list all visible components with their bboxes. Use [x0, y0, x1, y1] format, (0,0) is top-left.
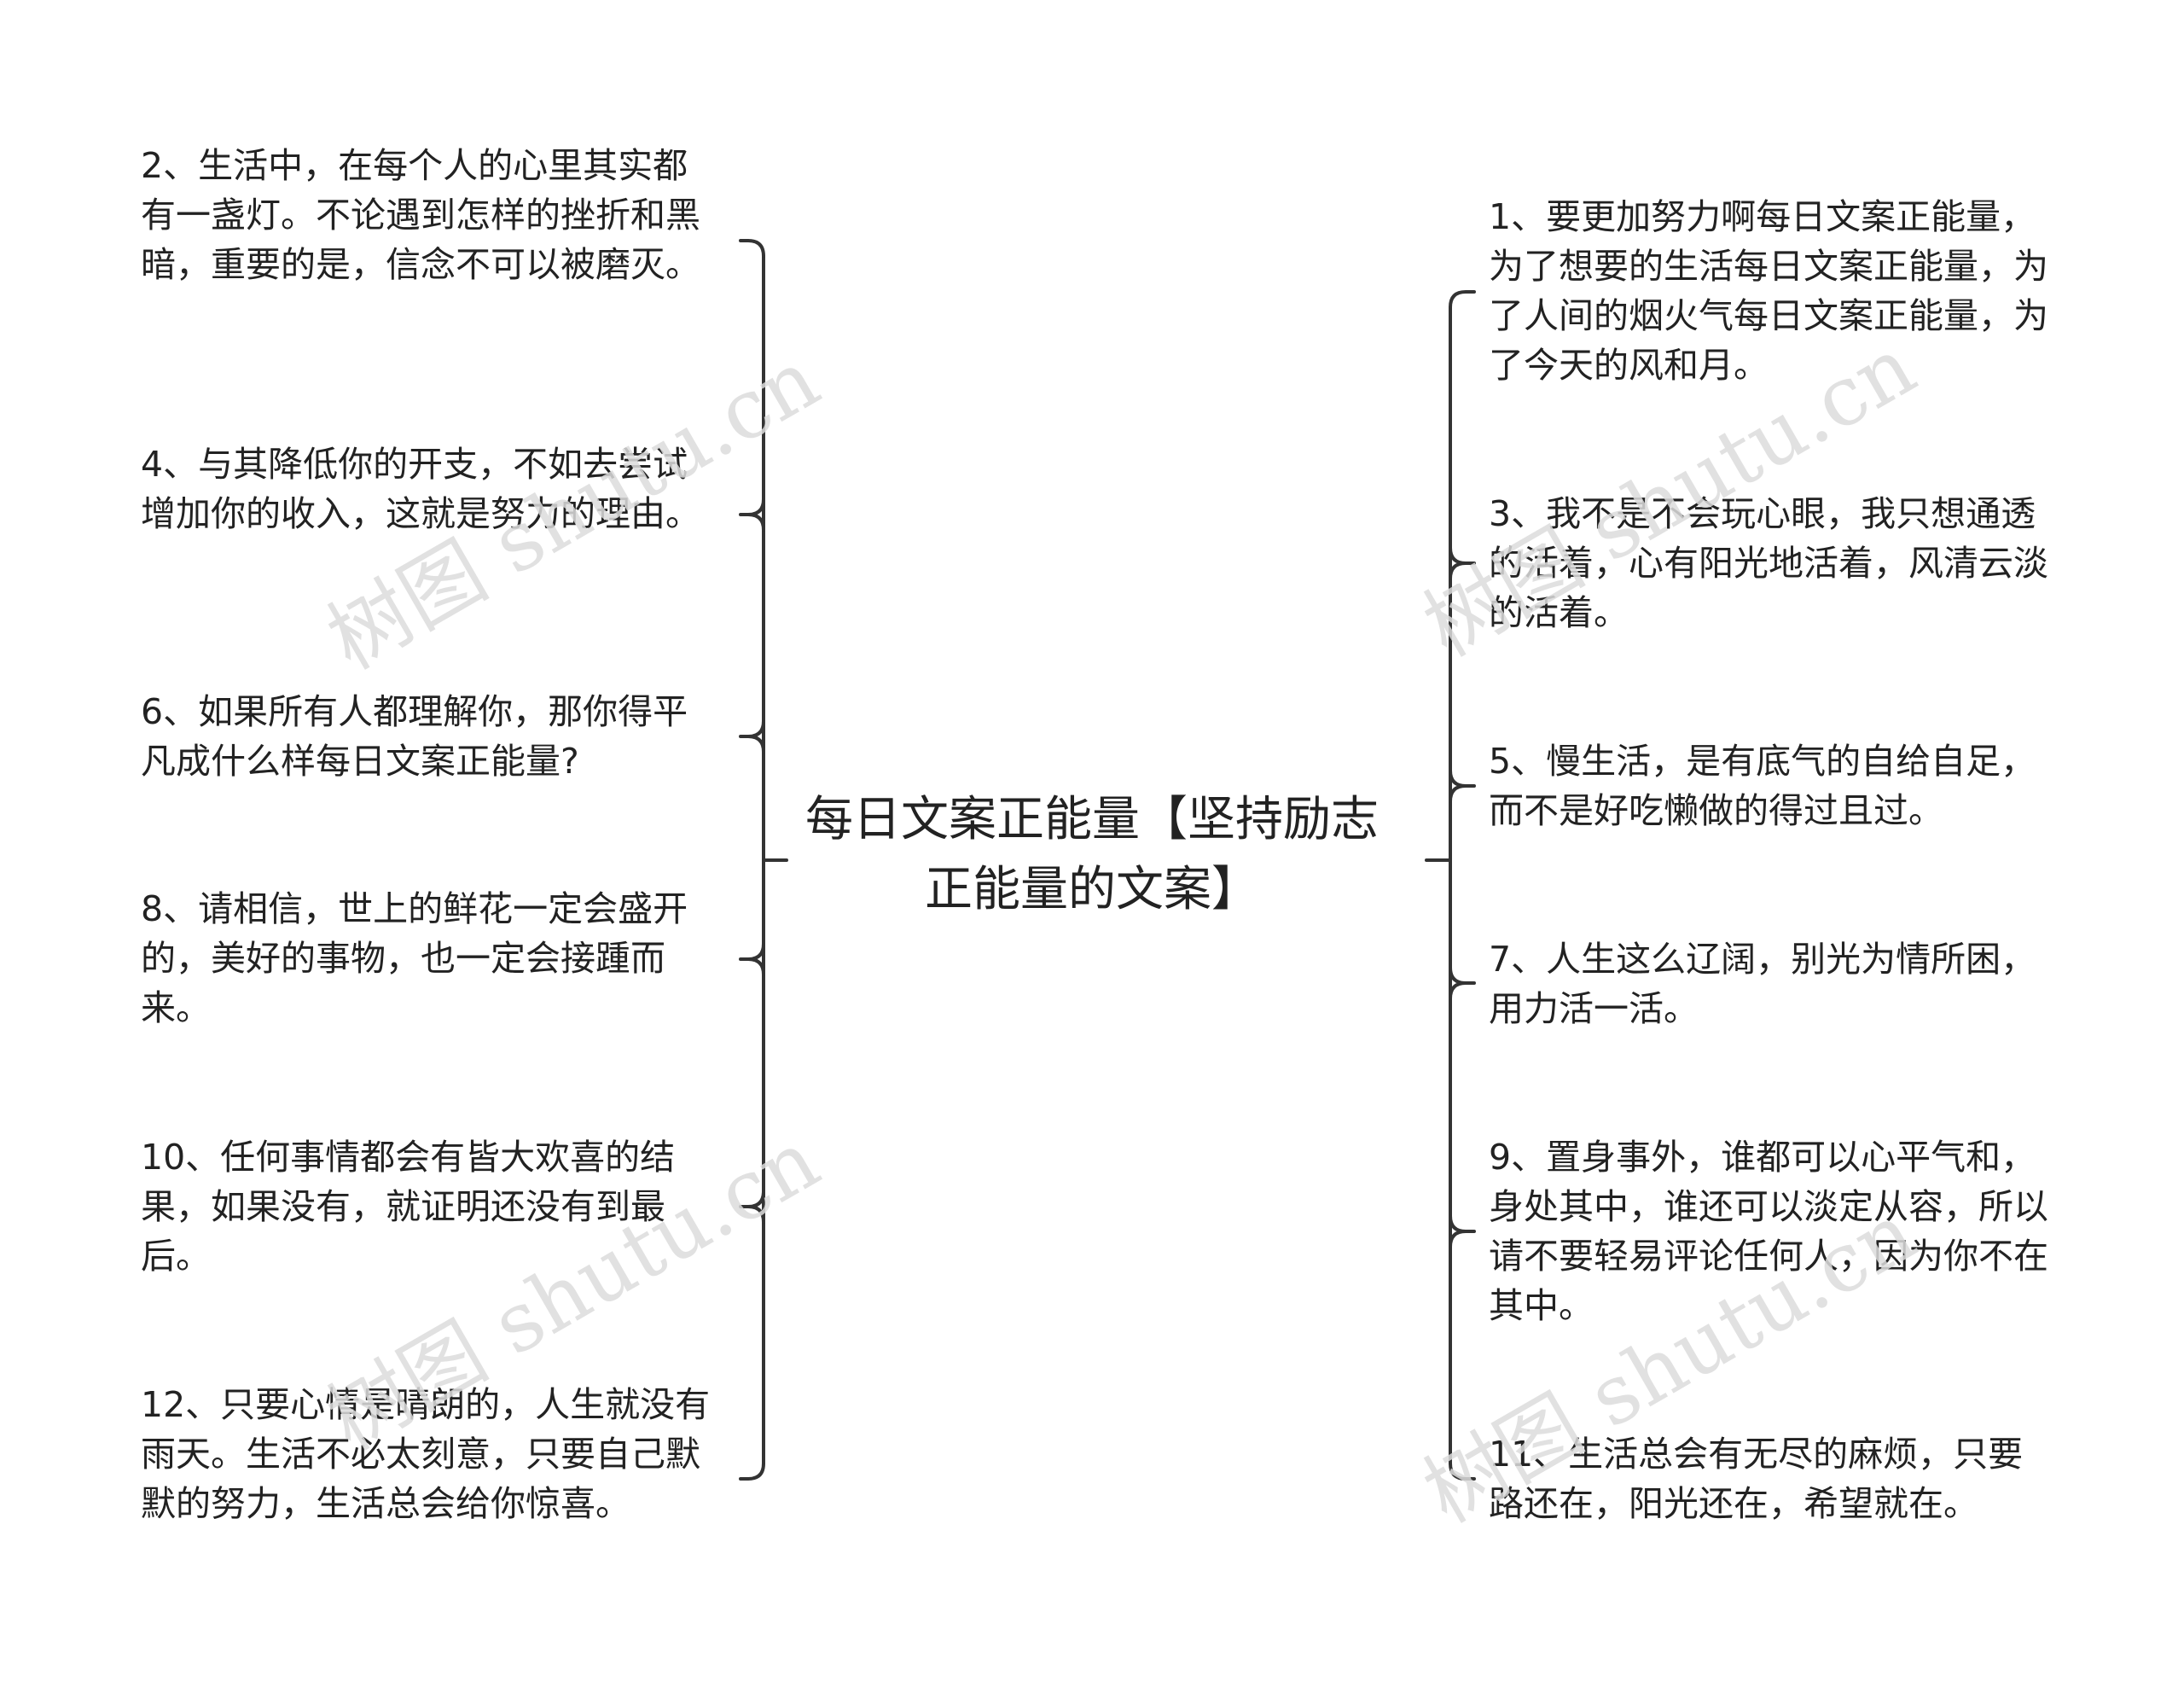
left-branch-5: [739, 1190, 765, 1224]
right-node-1[interactable]: 1、要更加努力啊每日文案正能量，为了想要的生活每日文案正能量，为了人间的烟火气每…: [1489, 196, 2048, 386]
left-branch-6: [739, 1462, 765, 1481]
right-node-2[interactable]: 3、我不是不会玩心眼，我只想通透的活着，心有阳光地活着，风清云淡的活着。: [1489, 493, 2048, 633]
right-branch-4: [1449, 966, 1476, 1000]
left-branch-3: [739, 719, 765, 753]
left-node-6[interactable]: 12、只要心情是晴朗的，人生就没有雨天。生活不必太刻意，只要自己默默的努力，生活…: [141, 1384, 711, 1524]
right-branch-2: [1449, 546, 1476, 580]
left-node-1[interactable]: 2、生活中，在每个人的心里其实都有一盏灯。不论遇到怎样的挫折和黑暗，重要的是，信…: [141, 145, 700, 285]
right-branch-1: [1449, 290, 1476, 309]
right-node-5[interactable]: 9、置身事外，谁都可以心平气和，身处其中，谁还可以淡定从容，所以请不要轻易评论任…: [1489, 1137, 2048, 1326]
left-node-3[interactable]: 6、如果所有人都理解你，那你得平凡成什么样每日文案正能量?: [141, 691, 688, 782]
left-node-2[interactable]: 4、与其降低你的开支，不如去尝试增加你的收入，这就是努力的理由。: [141, 444, 700, 534]
left-branch-1: [739, 239, 765, 258]
center-topic[interactable]: 每日文案正能量【坚持励志正能量的文案】: [805, 792, 1379, 917]
left-branch-4: [739, 942, 765, 976]
right-branch-5: [1449, 1214, 1476, 1248]
left-node-4[interactable]: 8、请相信，世上的鲜花一定会盛开的，美好的事物，也一定会接踵而来。: [141, 888, 688, 1028]
left-branch-2: [739, 497, 765, 532]
right-node-4[interactable]: 7、人生这么辽阔，别光为情所困，用力活一活。: [1489, 939, 2036, 1029]
right-node-6[interactable]: 11、生活总会有无尽的麻烦，只要路还在，阳光还在，希望就在。: [1489, 1434, 2024, 1524]
left-node-5[interactable]: 10、任何事情都会有皆大欢喜的结果，如果没有，就证明还没有到最后。: [141, 1137, 676, 1277]
right-branch-3: [1449, 769, 1476, 803]
right-branch-6: [1449, 1462, 1476, 1481]
right-node-3[interactable]: 5、慢生活，是有底气的自给自足，而不是好吃懒做的得过且过。: [1489, 741, 2036, 831]
